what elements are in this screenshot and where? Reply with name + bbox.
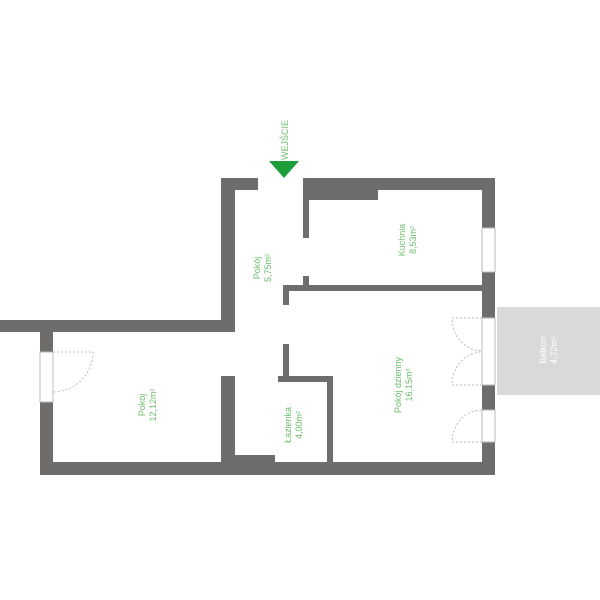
balcony-area: [497, 307, 600, 395]
balcony-name: Balkon: [538, 336, 548, 364]
entrance-label: WEJŚCIE: [279, 120, 290, 160]
room-area: 4,00m²: [294, 411, 304, 439]
room-name: Kuchnia: [397, 224, 407, 257]
room-name: Pokój: [137, 394, 147, 417]
room-name: Pokój dzienny: [393, 356, 403, 413]
room-area: 8,53m²: [408, 226, 418, 254]
windows-doors: [39, 227, 496, 443]
balcony-area-label: 4,72m²: [549, 336, 559, 364]
entrance-arrow-icon: [269, 161, 299, 178]
walls: [0, 178, 495, 475]
room-area: 5,75m²: [263, 254, 273, 282]
room-area: 16,15m²: [404, 368, 414, 401]
room-name: Łazienka: [283, 407, 293, 443]
room-name: Pokój: [252, 257, 262, 280]
room-area: 12,12m²: [148, 388, 158, 421]
